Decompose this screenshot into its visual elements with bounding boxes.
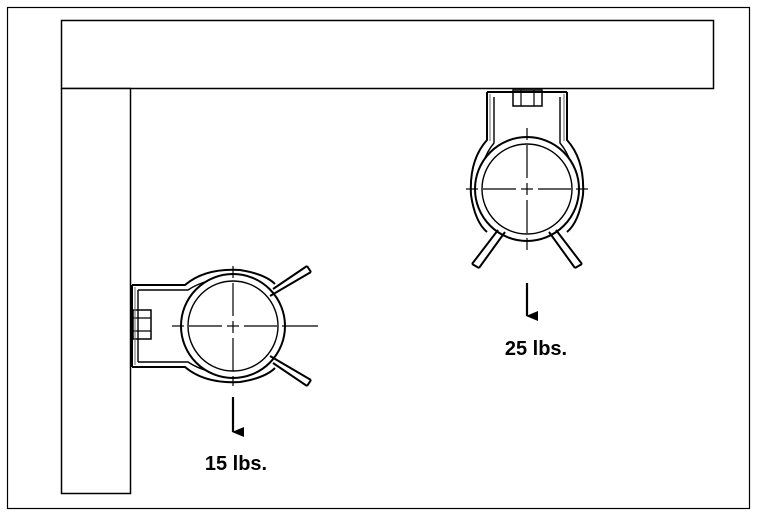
ceiling-clip-left-leg bbox=[471, 229, 506, 269]
ceiling-clip-band bbox=[469, 91, 585, 233]
side-clip-upper-leg bbox=[269, 265, 312, 297]
ceiling-clip-right-leg bbox=[548, 229, 583, 269]
ceiling-pipe-centerlines bbox=[466, 128, 588, 250]
ceiling-pipe-inner bbox=[481, 143, 573, 235]
ceiling-mount-clip bbox=[466, 89, 588, 269]
side-clip-lower-leg bbox=[269, 355, 312, 387]
ceiling-load-label: 25 lbs. bbox=[505, 338, 567, 360]
side-pipe-centerlines bbox=[172, 266, 318, 386]
side-load-label: 15 lbs. bbox=[205, 453, 267, 475]
side-bolt-head bbox=[132, 309, 152, 340]
wall-post bbox=[60, 87, 132, 495]
diagram-frame bbox=[6, 6, 751, 510]
ceiling-bolt-head bbox=[512, 89, 543, 107]
side-clip-band bbox=[131, 268, 276, 384]
ceiling-beam bbox=[60, 19, 715, 90]
side-mount-clip bbox=[131, 265, 318, 387]
